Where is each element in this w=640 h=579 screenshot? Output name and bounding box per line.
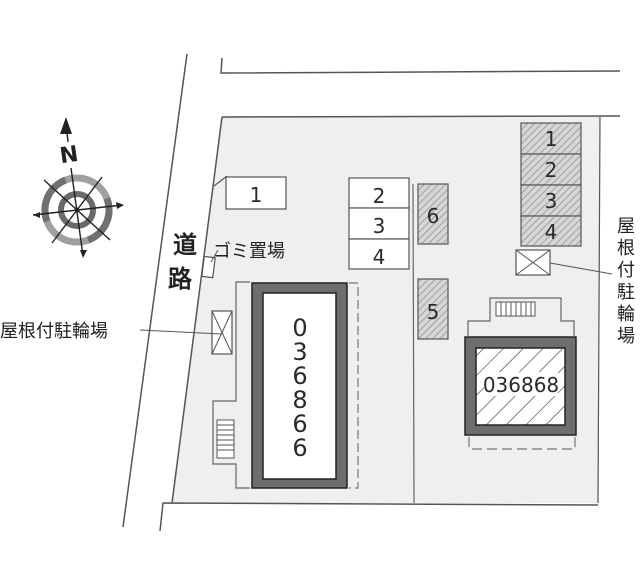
- parking-space-right-3: 3: [545, 189, 558, 213]
- building-left-id-1: 3: [292, 338, 307, 366]
- parking-space-right-2: 2: [545, 158, 558, 182]
- parking-space-left-2: 2: [373, 184, 386, 208]
- stairs-right: [495, 301, 536, 317]
- bike-parking-right-label-5: 場: [617, 326, 635, 347]
- parking-spaces-right: 1 2 3 4: [520, 122, 582, 247]
- bike-parking-right-label-2: 付: [617, 260, 635, 281]
- parking-space-left-4: 4: [373, 245, 386, 269]
- svg-text:1: 1: [250, 183, 263, 207]
- building-right: 036868: [464, 297, 577, 450]
- upper-road-edge: [220, 57, 621, 74]
- parking-spaces-left-2-4: 2 3 4: [348, 177, 410, 270]
- parking-space-left-1: 1: [225, 176, 287, 210]
- building-left: 0 3 6 8 6 6: [251, 282, 359, 489]
- parking-space-right-4: 4: [545, 220, 558, 244]
- stairs-left: [216, 419, 235, 459]
- road-label-1: 道: [173, 231, 197, 259]
- bike-parking-right-label-3: 駐: [617, 282, 635, 303]
- svg-text:6: 6: [427, 204, 440, 228]
- bike-parking-left: 屋根付駐輪場: [0, 310, 233, 355]
- building-left-id-2: 6: [292, 362, 307, 390]
- road-label-2: 路: [168, 265, 193, 293]
- building-left-id-0: 0: [292, 314, 307, 342]
- garbage-area: ゴミ置場: [201, 241, 285, 279]
- bike-parking-right: 屋 根 付 駐 輪 場: [515, 216, 635, 347]
- bike-parking-right-label-0: 屋: [617, 216, 635, 237]
- bike-parking-right-label-1: 根: [617, 238, 635, 259]
- building-left-id-5: 6: [292, 434, 307, 462]
- bike-parking-right-label-4: 輪: [617, 304, 635, 325]
- parking-space-right-1: 1: [545, 127, 558, 151]
- building-left-id-4: 6: [292, 410, 307, 438]
- garbage-label: ゴミ置場: [213, 241, 285, 262]
- parking-space-left-6: 6: [417, 183, 449, 245]
- building-left-annex: [212, 281, 250, 489]
- main-road: [122, 53, 188, 528]
- parking-space-left-3: 3: [373, 214, 386, 238]
- compass-rose-icon: N: [32, 117, 124, 258]
- parking-space-left-5: 5: [417, 278, 449, 340]
- building-left-id-3: 8: [292, 386, 307, 414]
- svg-text:5: 5: [427, 300, 440, 324]
- building-right-id: 036868: [483, 373, 559, 397]
- bike-parking-left-label: 屋根付駐輪場: [0, 321, 108, 342]
- compass-north-label: N: [58, 142, 80, 169]
